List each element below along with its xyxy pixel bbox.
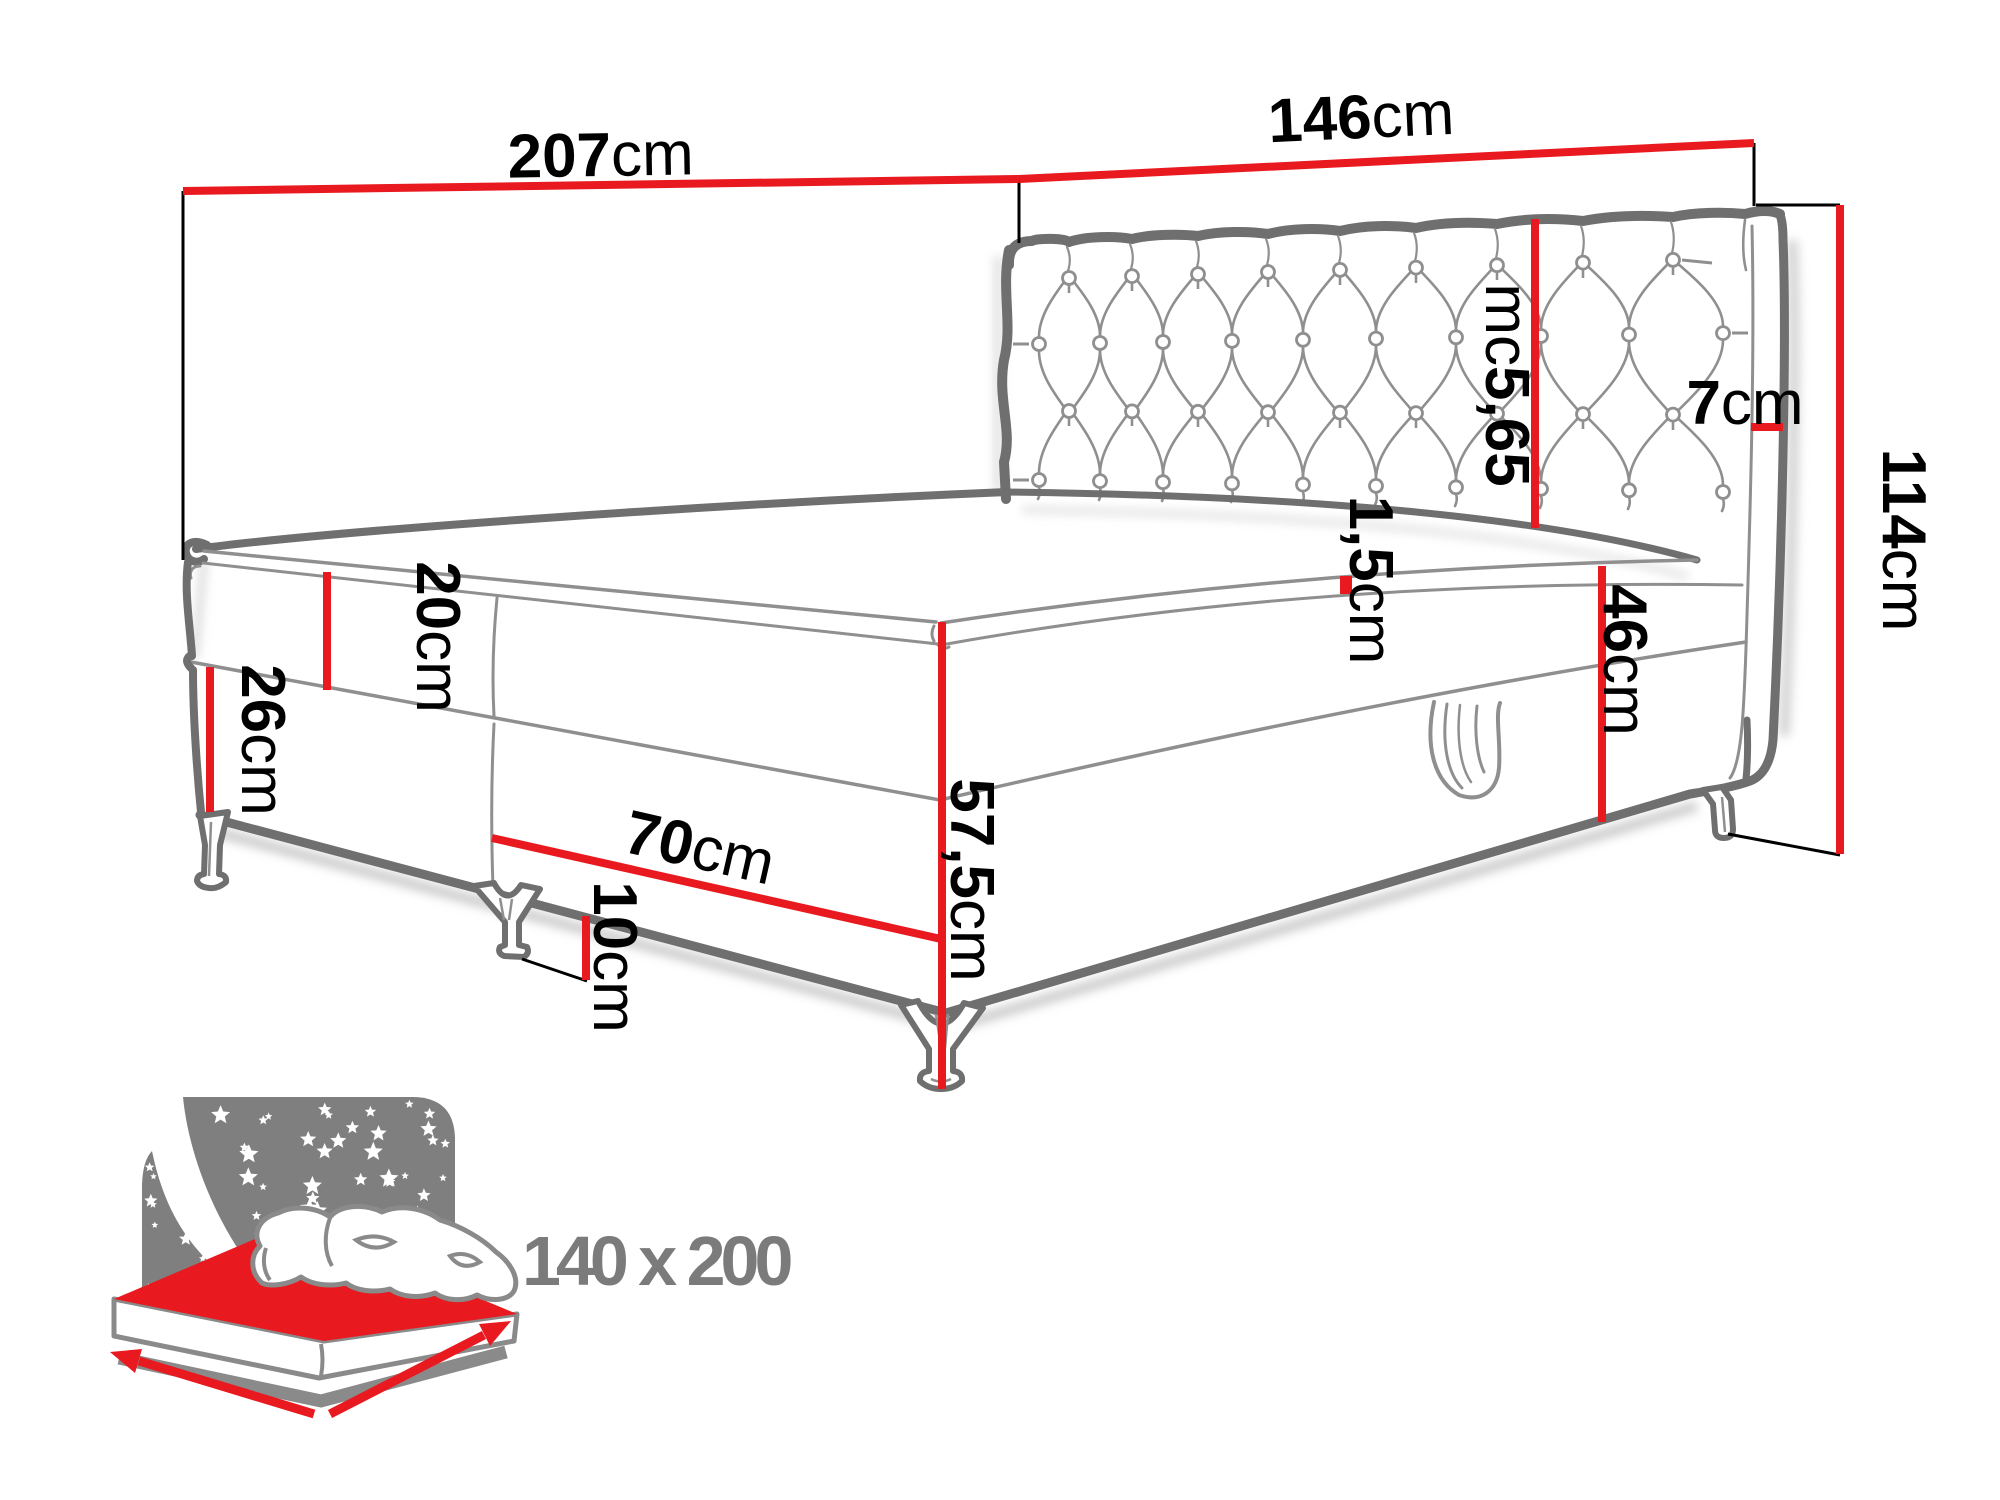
svg-text:140 x 200: 140 x 200 xyxy=(522,1222,791,1300)
svg-text:70cm: 70cm xyxy=(618,798,781,899)
svg-text:10cm: 10cm xyxy=(580,881,649,1033)
svg-text:1,5cm: 1,5cm xyxy=(1336,496,1405,665)
svg-text:207cm: 207cm xyxy=(507,119,694,191)
svg-text:26cm: 26cm xyxy=(228,664,297,816)
svg-text:146cm: 146cm xyxy=(1267,79,1456,156)
svg-text:7cm: 7cm xyxy=(1686,369,1803,438)
svg-text:46cm: 46cm xyxy=(1590,584,1659,736)
svg-text:57,5cm: 57,5cm xyxy=(937,778,1006,981)
svg-text:20cm: 20cm xyxy=(403,561,472,713)
svg-text:mc5,65: mc5,65 xyxy=(1472,283,1541,486)
svg-text:114cm: 114cm xyxy=(1869,449,1938,632)
